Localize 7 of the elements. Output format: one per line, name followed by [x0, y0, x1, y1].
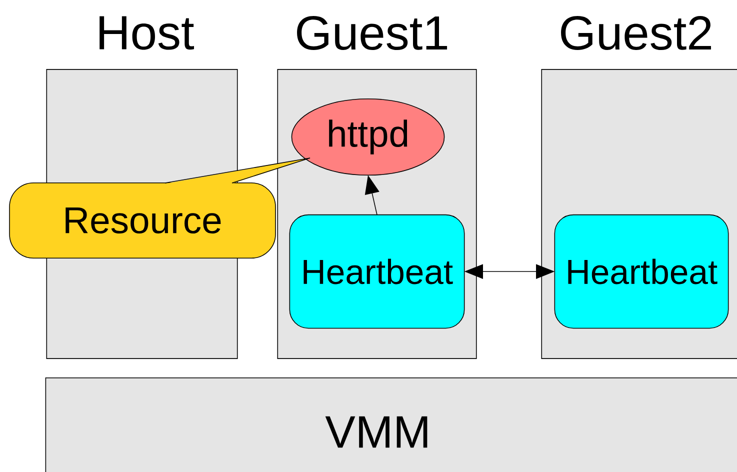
callout-bubble: Resource	[9, 158, 310, 259]
node-label: Guest2	[561, 16, 711, 50]
band-box: VMM	[45, 377, 737, 472]
process-box: Heartbeat	[554, 214, 729, 329]
process-box: Heartbeat	[289, 214, 465, 329]
node-label: Host	[100, 16, 194, 50]
node-label: Guest1	[297, 16, 448, 50]
